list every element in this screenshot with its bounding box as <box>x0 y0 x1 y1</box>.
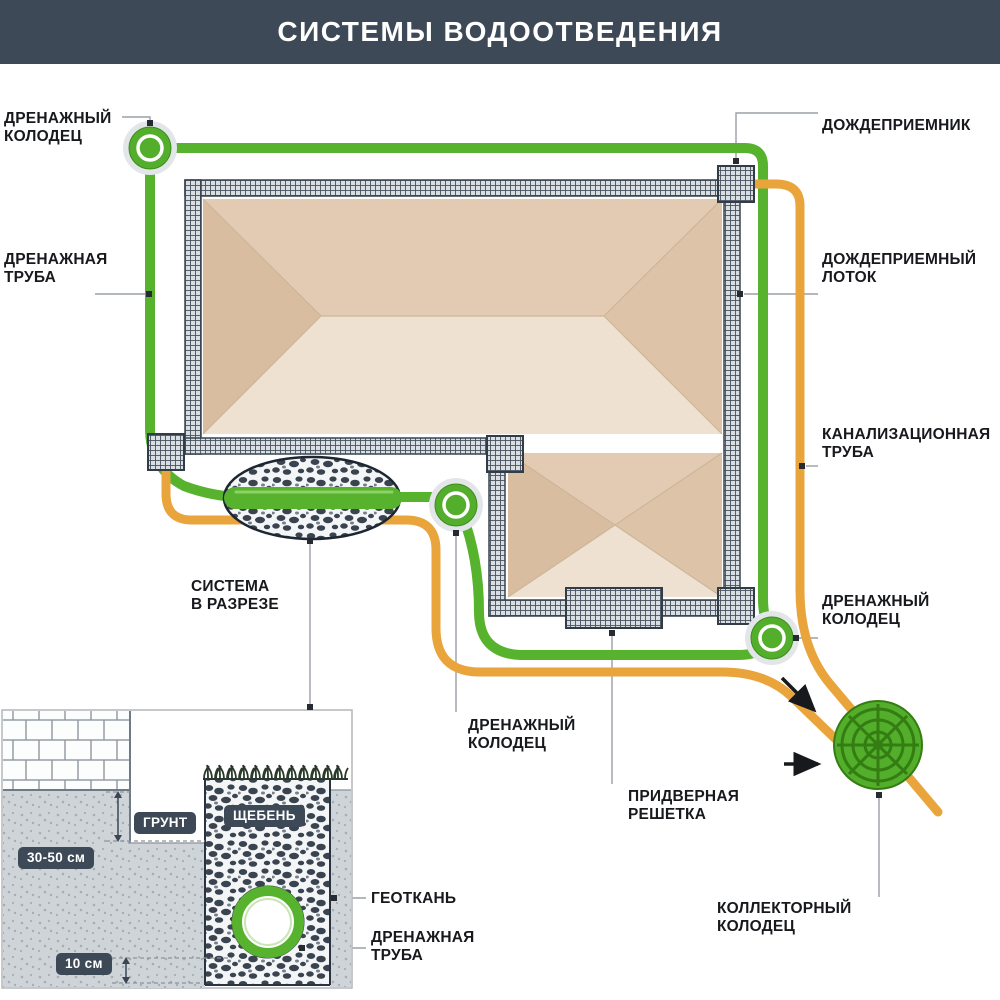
trench-oval-section <box>222 455 402 541</box>
paving-bricks <box>3 711 130 790</box>
page-title: СИСТЕМЫ ВОДООТВЕДЕНИЯ <box>277 16 723 47</box>
drainage-wells <box>123 121 923 790</box>
label-line: ТРУБА <box>371 947 423 964</box>
label-line: РЕШЕТКА <box>628 806 707 823</box>
soil-badge: ГРУНТ <box>134 812 197 834</box>
label-line: КОЛОДЕЦ <box>822 611 900 628</box>
leader-lines <box>95 112 880 949</box>
dimension-30-50 <box>106 791 205 842</box>
rain-inlet-grates <box>147 165 755 629</box>
depth-badge: 30-50 см <box>18 847 95 869</box>
label-line: СИСТЕМА <box>191 578 270 595</box>
label-line: ДРЕНАЖНАЯ <box>4 251 108 268</box>
label-line: В РАЗРЕЗЕ <box>191 596 279 613</box>
rain-inlet-top-right <box>717 165 755 203</box>
label-drainage-pipe-section: ДРЕНАЖНАЯ ТРУБА <box>371 929 474 965</box>
drainage-well-top-left <box>123 121 177 175</box>
flow-arrow-icon <box>780 676 817 713</box>
dimension-10 <box>112 957 232 984</box>
label-section-view: СИСТЕМА В РАЗРЕЗЕ <box>191 578 279 614</box>
label-line: ПРИДВЕРНАЯ <box>628 788 740 805</box>
leader-dots <box>146 120 882 951</box>
bottom-depth-badge: 10 см <box>56 953 112 975</box>
door-grate <box>565 587 663 629</box>
label-line: КОЛОДЕЦ <box>717 918 795 935</box>
soil-area <box>130 843 205 988</box>
cross-section-panel <box>1 709 353 989</box>
label-drainage-well-right: ДРЕНАЖНЫЙ КОЛОДЕЦ <box>822 593 929 629</box>
label-line: ТРУБА <box>4 269 56 286</box>
label-sewer-pipe: КАНАЛИЗАЦИОННАЯ ТРУБА <box>822 426 990 462</box>
label-line: КОЛОДЕЦ <box>4 128 82 145</box>
label-line: КОЛЛЕКТОРНЫЙ <box>717 900 852 917</box>
label-rain-tray: ДОЖДЕПРИЕМНЫЙ ЛОТОК <box>822 251 976 287</box>
soil-area <box>330 790 351 987</box>
label-collector-well: КОЛЛЕКТОРНЫЙ КОЛОДЕЦ <box>717 900 851 936</box>
label-door-grate: ПРИДВЕРНАЯ РЕШЕТКА <box>628 788 739 824</box>
label-rain-inlet: ДОЖДЕПРИЕМНИК <box>822 117 971 135</box>
label-line: ДРЕНАЖНЫЙ <box>4 110 112 127</box>
drainage-well-right <box>745 611 799 665</box>
label-line: ТРУБА <box>822 444 874 461</box>
house-roof <box>202 198 723 598</box>
geotextile-lining <box>204 778 331 986</box>
drainage-well-middle <box>429 478 483 532</box>
label-drainage-well-top-left: ДРЕНАЖНЫЙ КОЛОДЕЦ <box>4 110 111 146</box>
label-line: КОЛОДЕЦ <box>468 735 546 752</box>
rain-inlet-inner-corner <box>486 435 524 473</box>
rain-inlet-bottom-right <box>717 587 755 625</box>
label-line: ГЕОТКАНЬ <box>371 890 457 907</box>
label-drainage-pipe-left: ДРЕНАЖНАЯ ТРУБА <box>4 251 107 287</box>
gravel-badge: ЩЕБЕНЬ <box>224 805 305 827</box>
drain-pipe-section-view <box>231 885 305 959</box>
collector-well <box>833 700 923 790</box>
label-line: ЛОТОК <box>822 269 877 286</box>
label-line: ДРЕНАЖНЫЙ <box>822 593 930 610</box>
label-drainage-well-bottom: ДРЕНАЖНЫЙ КОЛОДЕЦ <box>468 717 575 753</box>
rain-inlet-bottom-left <box>147 433 185 471</box>
label-line: ДРЕНАЖНЫЙ <box>468 717 576 734</box>
label-line: ДРЕНАЖНАЯ <box>371 929 475 946</box>
label-line: КАНАЛИЗАЦИОННАЯ <box>822 426 991 443</box>
label-line: ДОЖДЕПРИЕМНИК <box>822 117 971 134</box>
label-geotextile: ГЕОТКАНЬ <box>371 890 456 908</box>
flow-arrows <box>780 676 822 777</box>
sewer-pipe-orange <box>161 179 943 817</box>
label-line: ДОЖДЕПРИЕМНЫЙ <box>822 251 977 268</box>
title-bar: СИСТЕМЫ ВОДООТВЕДЕНИЯ <box>0 0 1000 64</box>
